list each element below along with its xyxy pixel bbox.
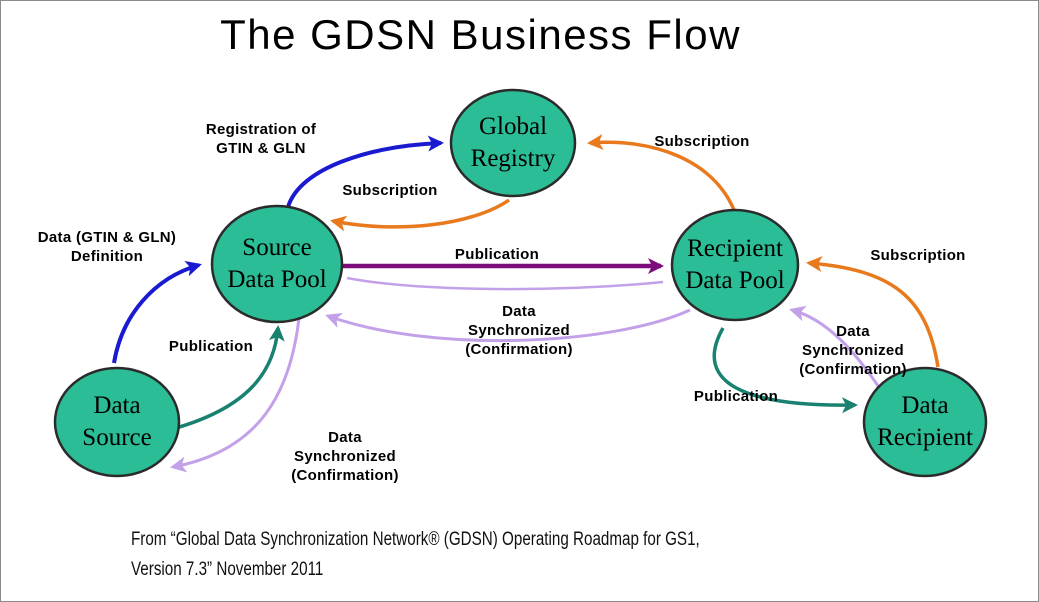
node-global-registry-label: Global Registry (470, 113, 556, 172)
label-sync-left: Data Synchronized (Confirmation) (291, 429, 399, 484)
label-publication-center: Publication (454, 246, 540, 263)
label-subscription-right: Subscription (870, 247, 966, 264)
label-data-definition: Data (GTIN & GLN) Definition (37, 229, 177, 265)
edge-sync-sdp-to-datasource (170, 308, 302, 473)
edge-data-definition (112, 260, 202, 364)
node-data-source-label: Data Source (82, 392, 152, 451)
label-publication-left: Publication (168, 338, 254, 355)
node-recipient-data-pool-circle (670, 208, 800, 322)
citation: From “Global Data Synchronization Networ… (131, 525, 700, 585)
node-global-registry-circle (449, 88, 577, 198)
label-subscription-gr-sdp: Subscription (342, 182, 438, 199)
edge-publication-rdp-to-datarecipient (712, 327, 858, 414)
edge-sync-rdp-to-sdp (325, 308, 691, 343)
edge-subscription-gr-to-sdp (330, 198, 510, 232)
citation-line-1: From “Global Data Synchronization Networ… (131, 529, 700, 550)
label-sync-center: Data Synchronized (Confirmation) (465, 303, 573, 358)
node-recipient-data-pool-label: Recipient Data Pool (685, 235, 785, 294)
edge-sync-datarecipient-to-rdp (789, 305, 888, 399)
node-source-data-pool-circle (210, 204, 344, 324)
node-data-source-circle (53, 366, 181, 478)
edge-subscription-rdp-to-gr (587, 134, 736, 211)
label-publication-right: Publication (693, 388, 779, 405)
edge-registration (286, 135, 444, 208)
edge-subscription-datarecipient-to-rdp (806, 256, 940, 368)
label-subscription-rdp-gr: Subscription (654, 133, 750, 150)
citation-line-2: Version 7.3” November 2011 (131, 559, 324, 580)
edge-sync-upper-line (346, 276, 664, 291)
label-sync-right: Data Synchronized (Confirmation) (799, 323, 907, 378)
page-title: The GDSN Business Flow (220, 11, 741, 58)
label-registration: Registration of GTIN & GLN (205, 121, 317, 157)
node-data-recipient-label: Data Recipient (877, 392, 973, 451)
node-data-recipient-circle (862, 366, 988, 478)
node-source-data-pool-label: Source Data Pool (227, 234, 327, 293)
edge-publication-datasource-to-sdp (175, 325, 285, 430)
